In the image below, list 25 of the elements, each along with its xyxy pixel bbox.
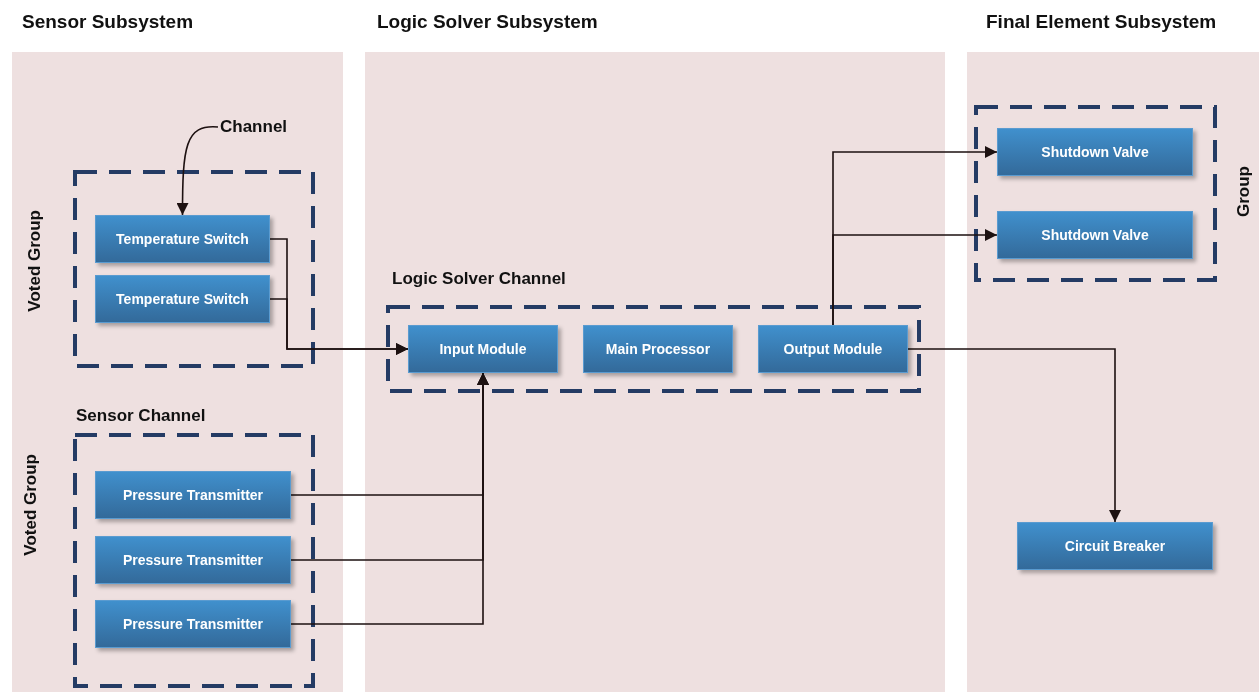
group-label: Group — [1233, 166, 1254, 217]
component-box: Input Module — [408, 325, 558, 373]
component-box: Shutdown Valve — [997, 128, 1193, 176]
connector-arrow — [269, 298, 409, 355]
subsystem-title: Final Element Subsystem — [986, 10, 1217, 34]
component-box: Temperature Switch — [95, 215, 270, 263]
component-box: Pressure Transmitter — [95, 536, 291, 584]
group-label: Sensor Channel — [76, 405, 206, 427]
component-box: Main Processor — [583, 325, 733, 373]
leader-arrow — [176, 126, 219, 216]
group-label: Logic Solver Channel — [392, 268, 566, 290]
component-box: Shutdown Valve — [997, 211, 1193, 259]
connector-arrow — [290, 372, 489, 625]
component-box: Temperature Switch — [95, 275, 270, 323]
connector-arrow — [907, 348, 1121, 523]
callout-label: Channel — [220, 116, 288, 139]
connector-arrow — [832, 229, 998, 326]
component-box: Pressure Transmitter — [95, 471, 291, 519]
component-box: Pressure Transmitter — [95, 600, 291, 648]
subsystem-title: Sensor Subsystem — [22, 10, 194, 34]
component-box: Circuit Breaker — [1017, 522, 1213, 570]
group-label: Voted Group — [24, 210, 45, 312]
component-box: Output Module — [758, 325, 908, 373]
group-label: Voted Group — [20, 454, 41, 556]
subsystem-title: Logic Solver Subsystem — [377, 10, 598, 34]
